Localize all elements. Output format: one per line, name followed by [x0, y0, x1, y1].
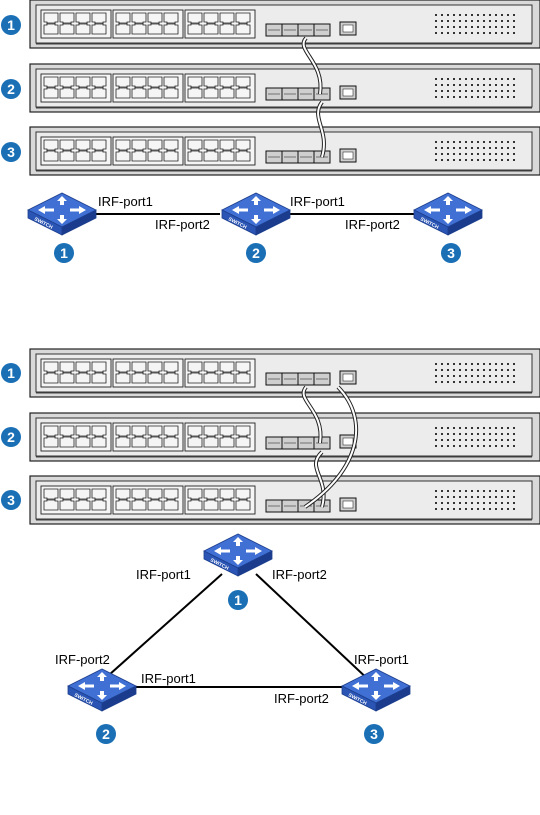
stack-badge-1: 1 — [1, 363, 21, 383]
node-badge-2: 2 — [96, 724, 116, 744]
stack-badge-2: 2 — [1, 427, 21, 447]
diagram1-cables — [301, 36, 326, 158]
link-1-2 — [99, 573, 223, 684]
svg-text:3: 3 — [7, 144, 15, 160]
chassis-3 — [29, 475, 540, 525]
diagram1-topology: IRF-port1 IRF-port2 IRF-port1 IRF-port2 … — [27, 192, 483, 263]
svg-text:1: 1 — [60, 245, 68, 261]
node-badge-2: 2 — [246, 243, 266, 263]
port-label: IRF-port1 — [354, 652, 409, 667]
node-badge-3: 3 — [441, 243, 461, 263]
port-label: IRF-port2 — [55, 652, 110, 667]
switch-icon: SWITCH — [413, 192, 483, 236]
diagram1-stack-badges: 1 2 3 — [1, 15, 21, 162]
chassis-1 — [29, 348, 540, 398]
node-badge-1: 1 — [54, 243, 74, 263]
svg-text:3: 3 — [447, 245, 455, 261]
chassis-2 — [29, 412, 540, 462]
diagram2-stack — [29, 348, 540, 525]
svg-text:1: 1 — [7, 17, 15, 33]
port-label: IRF-port1 — [141, 671, 196, 686]
port-label: IRF-port2 — [274, 691, 329, 706]
svg-text:1: 1 — [234, 592, 242, 608]
port-label: IRF-port1 — [290, 194, 345, 209]
chassis-1 — [29, 0, 540, 49]
node-badge-3: 3 — [364, 724, 384, 744]
stack-badge-1: 1 — [1, 15, 21, 35]
diagram1-stack — [29, 0, 540, 176]
svg-text:3: 3 — [370, 726, 378, 742]
chassis-2 — [29, 63, 540, 113]
link-1-3 — [255, 573, 373, 684]
port-label: IRF-port2 — [345, 217, 400, 232]
switch-icon: SWITCH — [27, 192, 97, 236]
diagram2-cables — [301, 385, 359, 509]
port-label: IRF-port2 — [272, 567, 327, 582]
switch-icon: SWITCH — [67, 668, 137, 712]
switch-icon: SWITCH — [221, 192, 291, 236]
port-label: IRF-port1 — [98, 194, 153, 209]
port-label: IRF-port2 — [155, 217, 210, 232]
stack-badge-3: 3 — [1, 142, 21, 162]
switch-icon: SWITCH — [203, 533, 273, 577]
switch-icon: SWITCH — [341, 668, 411, 712]
svg-text:2: 2 — [252, 245, 260, 261]
svg-text:2: 2 — [102, 726, 110, 742]
diagram2-stack-badges: 1 2 3 — [1, 363, 21, 510]
chassis-3 — [29, 126, 540, 176]
svg-text:2: 2 — [7, 429, 15, 445]
node-badge-1: 1 — [228, 590, 248, 610]
diagram2-topology: IRF-port1 IRF-port2 IRF-port2 IRF-port1 … — [55, 533, 411, 744]
stack-badge-3: 3 — [1, 490, 21, 510]
stack-badge-2: 2 — [1, 79, 21, 99]
svg-text:3: 3 — [7, 492, 15, 508]
svg-text:1: 1 — [7, 365, 15, 381]
port-label: IRF-port1 — [136, 567, 191, 582]
svg-text:2: 2 — [7, 81, 15, 97]
